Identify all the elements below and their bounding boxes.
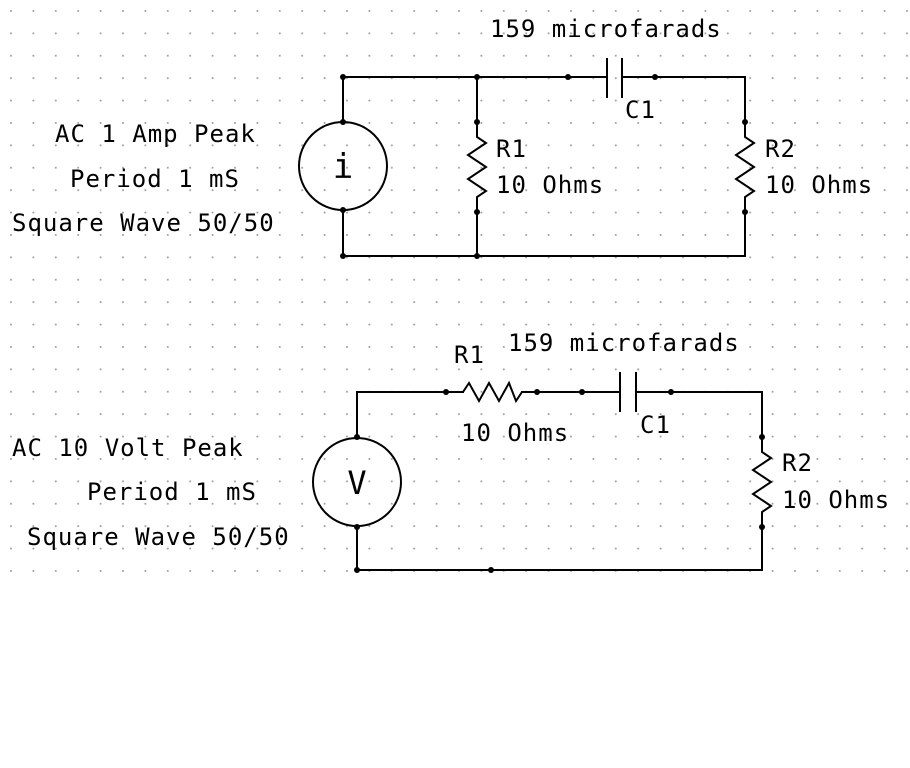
top-source-line-3: Square Wave 50/50 <box>12 209 275 237</box>
voltage-source-symbol: V <box>347 464 366 502</box>
top-wires <box>342 76 746 257</box>
bottom-source-line-2: Period 1 mS <box>87 478 257 506</box>
top-r1-name: R1 <box>496 135 527 163</box>
resistor-r2-top <box>734 122 756 212</box>
bottom-r2-value: 10 Ohms <box>782 486 890 514</box>
dot-grid <box>0 0 910 590</box>
resistor-r1-top <box>466 122 488 212</box>
resistor-r1-bottom <box>462 380 523 404</box>
voltage-source-circuit: V AC 10 Volt Peak P <box>12 329 890 573</box>
top-r1-value: 10 Ohms <box>496 171 604 199</box>
resistor-r2-bottom <box>751 437 773 527</box>
bottom-r1-value: 10 Ohms <box>461 419 569 447</box>
bottom-junctions <box>354 389 765 573</box>
bottom-r1-name: R1 <box>454 341 485 369</box>
capacitor-c1-bottom <box>619 372 637 412</box>
top-source-line-2: Period 1 mS <box>70 165 240 193</box>
top-capacitor-value: 159 microfarads <box>490 15 722 43</box>
current-source-symbol: i <box>333 147 353 187</box>
bottom-capacitor-name: C1 <box>640 411 671 439</box>
bottom-capacitor-value: 159 microfarads <box>508 329 740 357</box>
bottom-r2-name: R2 <box>782 449 813 477</box>
top-r2-name: R2 <box>765 135 796 163</box>
capacitor-c1-top <box>606 58 623 98</box>
bottom-source-line-3: Square Wave 50/50 <box>27 523 290 551</box>
top-junctions <box>340 74 748 259</box>
bottom-source-line-1: AC 10 Volt Peak <box>12 434 244 462</box>
top-r2-value: 10 Ohms <box>765 171 873 199</box>
bottom-wires <box>356 391 763 571</box>
top-capacitor-name: C1 <box>625 96 656 124</box>
current-source-circuit: i AC 1 Am <box>12 15 873 259</box>
top-source-line-1: AC 1 Amp Peak <box>55 120 256 148</box>
